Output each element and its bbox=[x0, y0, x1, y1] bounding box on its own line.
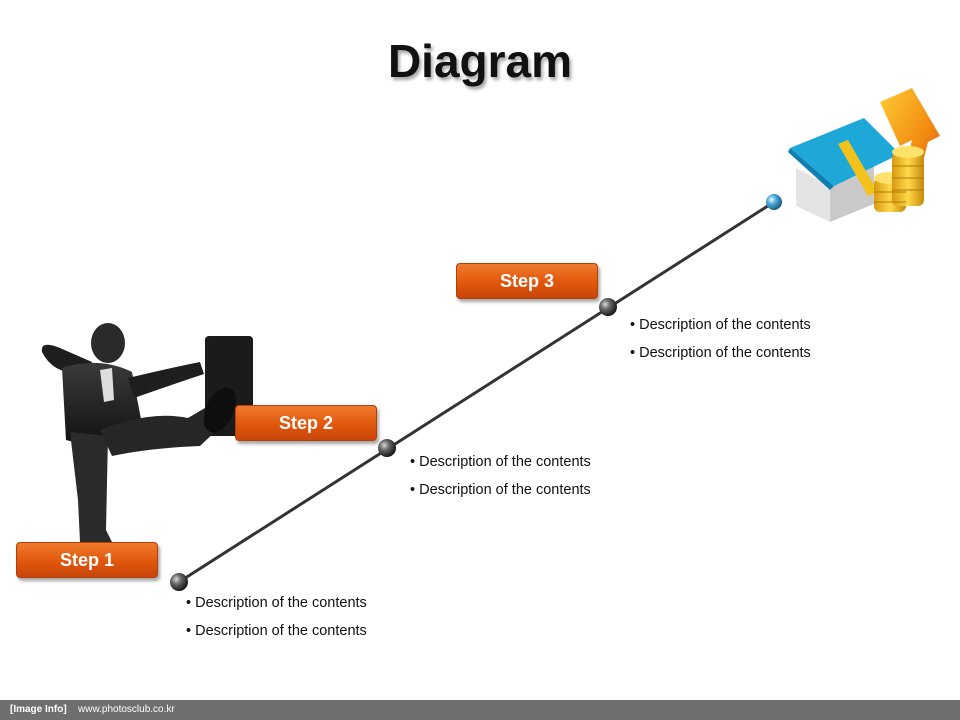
site-link[interactable]: www.photosclub.co.kr bbox=[78, 704, 175, 715]
step-3-descriptions: • Description of the contents • Descript… bbox=[630, 311, 811, 367]
description-item: • Description of the contents bbox=[410, 482, 591, 498]
page-title: Diagram bbox=[387, 35, 573, 87]
step-1-box: Step 1 bbox=[16, 542, 158, 578]
step-2-descriptions: • Description of the contents • Descript… bbox=[410, 448, 591, 504]
goal-node bbox=[766, 194, 782, 210]
house-money-coins-arrow-icon bbox=[788, 88, 940, 222]
footer-bar: [Image Info] www.photosclub.co.kr bbox=[0, 700, 960, 720]
description-item: • Description of the contents bbox=[630, 345, 811, 361]
step-2-box: Step 2 bbox=[235, 405, 377, 441]
step-2-node bbox=[378, 439, 396, 457]
man-kicking-door-icon bbox=[41, 323, 253, 542]
step-3-node bbox=[599, 298, 617, 316]
description-item: • Description of the contents bbox=[186, 623, 367, 639]
step-1-descriptions: • Description of the contents • Descript… bbox=[186, 589, 367, 645]
description-item: • Description of the contents bbox=[186, 595, 367, 611]
description-item: • Description of the contents bbox=[630, 317, 811, 333]
description-item: • Description of the contents bbox=[410, 454, 591, 470]
step-1-node bbox=[170, 573, 188, 591]
step-3-box: Step 3 bbox=[456, 263, 598, 299]
image-info-label: [Image Info] bbox=[10, 704, 67, 715]
timeline-line bbox=[178, 200, 775, 584]
